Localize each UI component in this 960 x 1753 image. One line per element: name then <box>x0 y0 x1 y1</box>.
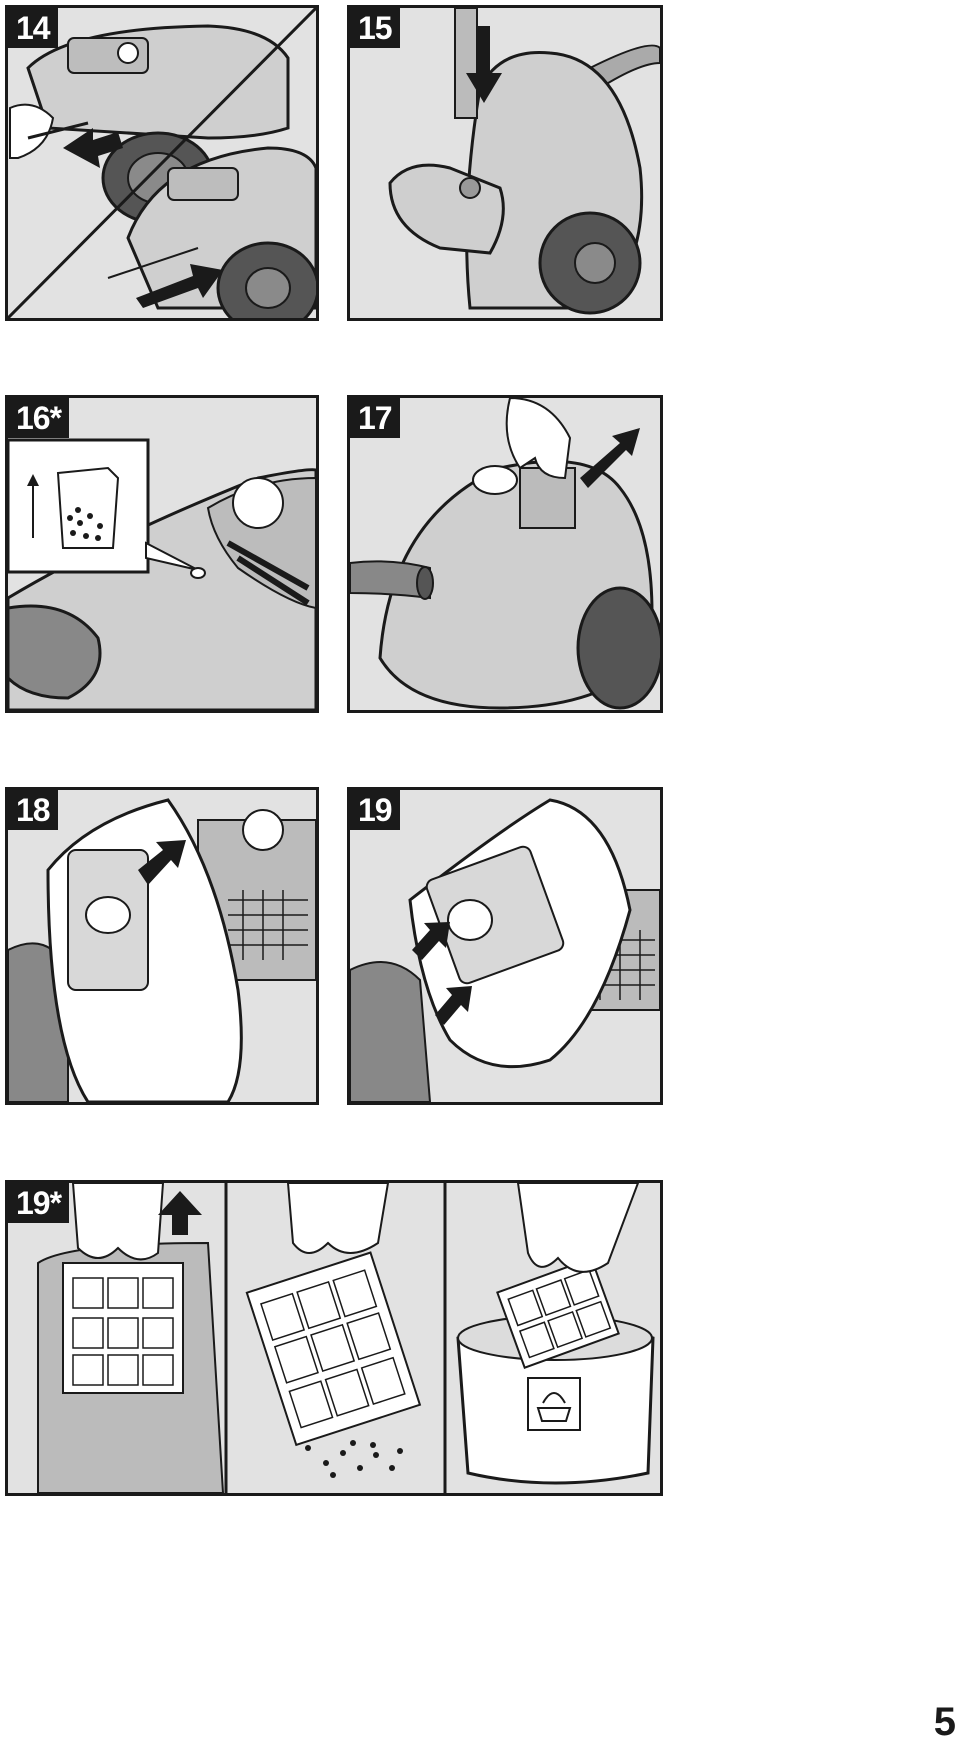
step-19-star-illustration <box>37 1183 655 1493</box>
step-18-panel: 18 <box>5 787 319 1105</box>
step-14-panel: 14 <box>5 5 319 321</box>
step-16-number: 16* <box>8 398 70 438</box>
step-19-number: 19 <box>350 790 400 830</box>
page-number: 5 <box>933 1700 956 1744</box>
step-19-panel: 19 <box>347 787 663 1105</box>
step-14-number: 14 <box>8 8 58 48</box>
step-16-panel: 16* <box>5 395 319 713</box>
step-15-panel: 15 <box>347 5 663 321</box>
step-17-illustration <box>350 398 660 710</box>
step-15-illustration <box>388 8 660 315</box>
step-14-illustration <box>8 8 316 318</box>
step-19-illustration <box>350 798 660 1102</box>
step-18-illustration <box>8 798 316 1102</box>
step-17-panel: 17 <box>347 395 663 713</box>
step-15-number: 15 <box>350 8 400 48</box>
step-19-star-number: 19* <box>8 1183 70 1223</box>
step-19-star-panel: 19* <box>5 1180 663 1496</box>
step-17-number: 17 <box>350 398 400 438</box>
step-18-number: 18 <box>8 790 58 830</box>
step-16-illustration <box>8 438 316 710</box>
